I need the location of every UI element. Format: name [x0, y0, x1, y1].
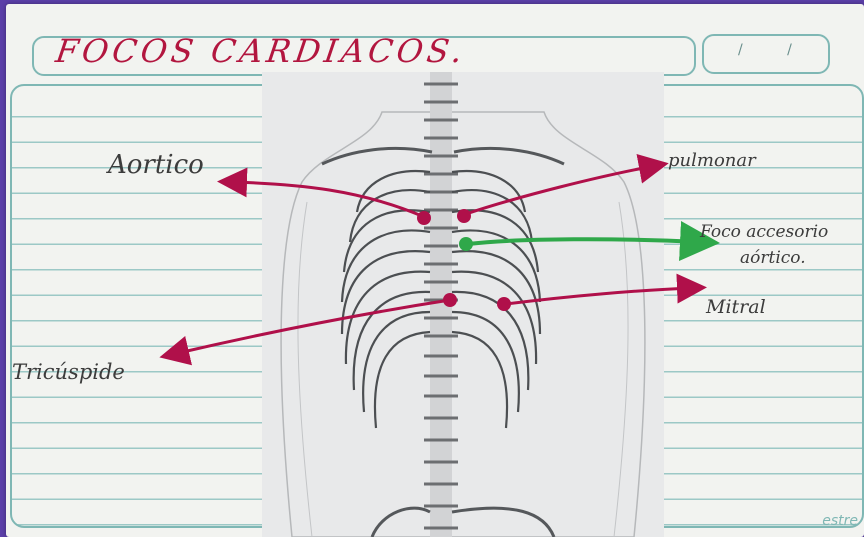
aortico-arrow [232, 182, 422, 216]
tricuspide-arrow [174, 300, 450, 354]
label-foco-accesorio-line1: Foco accesorio [700, 222, 828, 242]
pulmonar-arrow [466, 166, 654, 214]
brand-logo-text: estre [822, 513, 858, 529]
mitral-arrow [506, 288, 692, 304]
label-pulmonar: pulmonar [668, 150, 756, 171]
label-aortico: Aortico [108, 150, 204, 180]
label-tricuspide: Tricúspide [12, 360, 125, 384]
tricuspide-focus-dot [443, 293, 457, 307]
foco-accesorio-dot [459, 237, 473, 251]
aortico-focus-dot [417, 211, 431, 225]
pulmonar-focus-dot [457, 209, 471, 223]
foco-accesorio-arrow [468, 239, 700, 244]
label-mitral: Mitral [706, 296, 766, 318]
label-foco-accesorio-line2: aórtico. [740, 248, 806, 268]
mitral-focus-dot [497, 297, 511, 311]
